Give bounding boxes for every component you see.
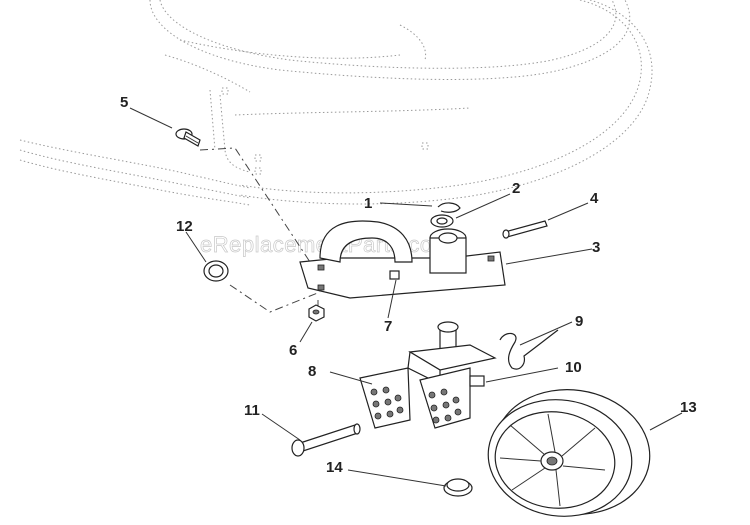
e-clip-part <box>437 202 461 213</box>
callout-9: 9 <box>575 313 583 330</box>
callout-8: 8 <box>308 363 316 380</box>
hairpin-clip-part <box>499 329 559 370</box>
callout-11: 11 <box>244 402 260 419</box>
callout-7: 7 <box>384 318 392 335</box>
callout-14: 14 <box>326 459 343 476</box>
callout-labels: 1 2 3 4 5 6 7 8 9 10 11 12 13 14 <box>120 94 697 476</box>
nut-part <box>389 270 400 280</box>
callout-1: 1 <box>364 195 372 212</box>
callout-6: 6 <box>289 342 297 359</box>
caster-bracket-part <box>299 220 506 299</box>
pin-part <box>502 220 548 239</box>
callout-10: 10 <box>565 359 582 376</box>
callout-4: 4 <box>590 190 599 207</box>
callout-3: 3 <box>592 239 600 256</box>
assembly-lines <box>199 147 321 313</box>
caster-fork-part <box>359 321 497 429</box>
bolt-part <box>175 128 201 147</box>
mower-deck-outline <box>19 0 653 206</box>
bushing-part <box>203 260 229 282</box>
callout-2: 2 <box>512 180 520 197</box>
clip-part <box>469 375 485 387</box>
lock-nut-part <box>308 304 325 322</box>
spacer-part <box>443 478 473 497</box>
washer-part <box>430 214 454 228</box>
callout-13: 13 <box>680 399 697 416</box>
leader-lines <box>129 107 683 487</box>
callout-5: 5 <box>120 94 128 111</box>
callout-12: 12 <box>176 218 193 235</box>
wheel-part <box>487 389 651 517</box>
axle-bolt-part <box>291 423 361 457</box>
